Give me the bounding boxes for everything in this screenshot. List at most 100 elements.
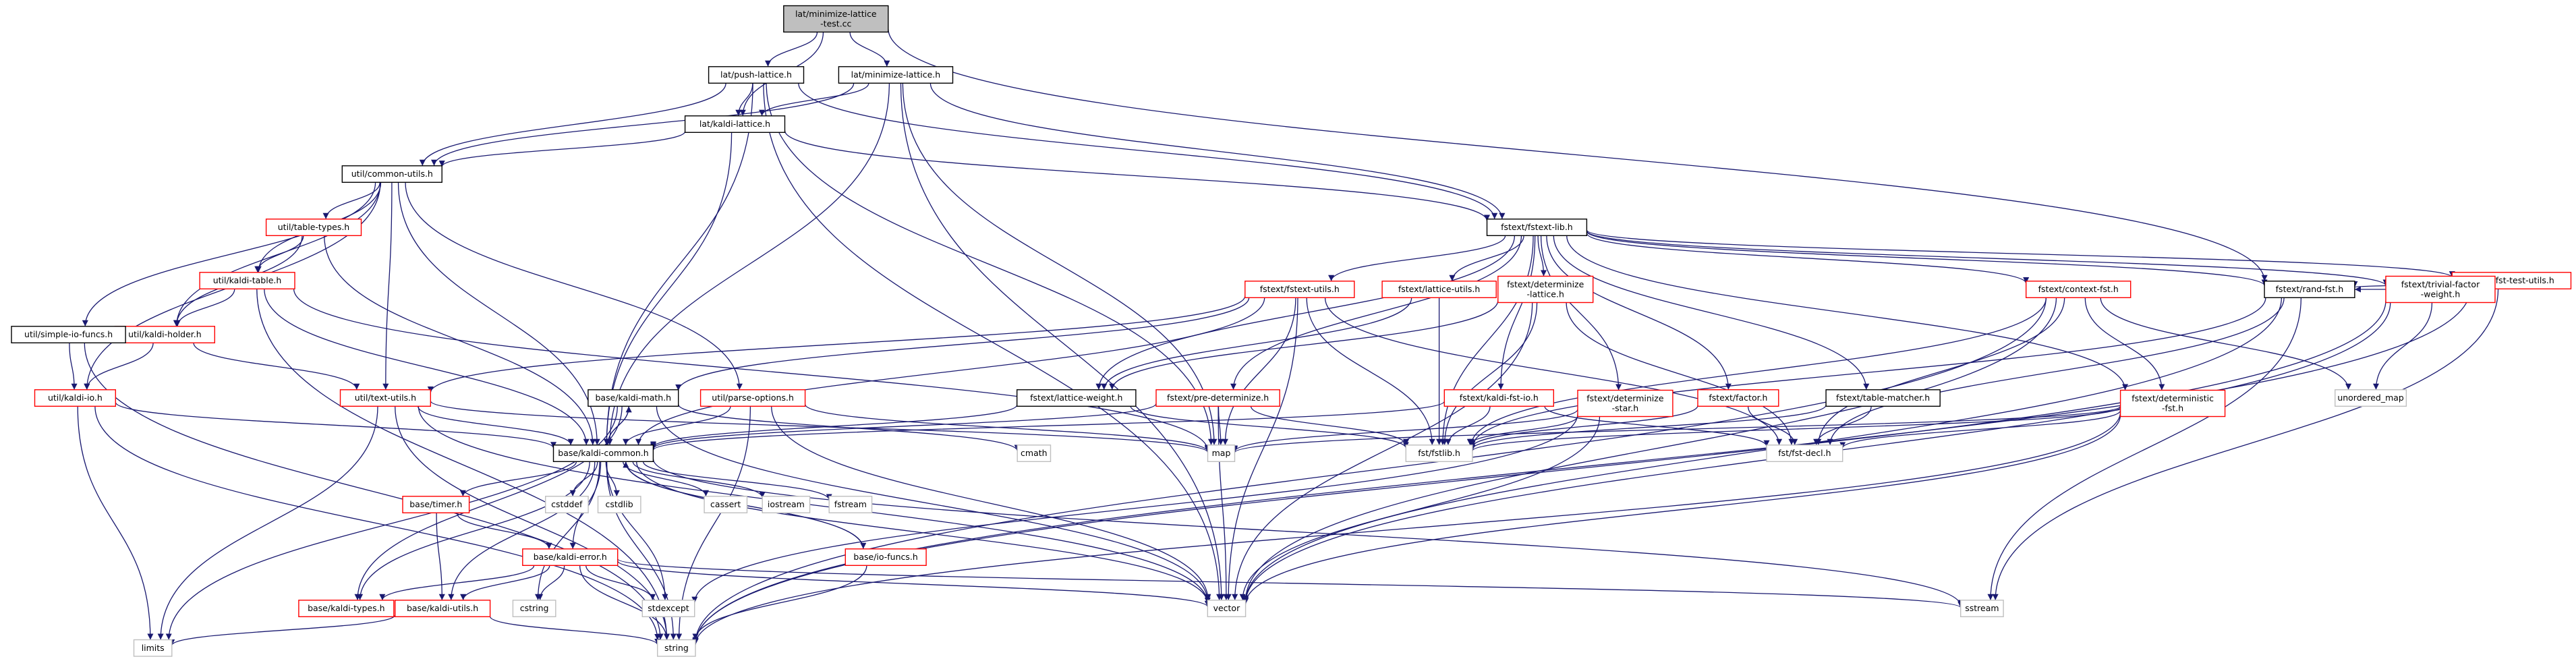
node-contextfst[interactable]: fstext/context-fst.h <box>2025 281 2131 298</box>
edge-simpleio-to-string <box>84 343 664 640</box>
node-label-contextfst: fstext/context-fst.h <box>2038 284 2119 294</box>
node-parseopt[interactable]: util/parse-options.h <box>699 389 806 407</box>
edge-timer-to-kaldiutils <box>436 513 445 600</box>
node-common[interactable]: util/common-utils.h <box>341 165 442 183</box>
edge-textutils-to-limits <box>157 406 378 640</box>
edge-common-to-kaldholder <box>173 182 381 326</box>
node-box-parseopt <box>699 389 806 407</box>
node-fstextlib[interactable]: fstext/fstext-lib.h <box>1486 219 1588 236</box>
edge-kaldierror-to-string <box>579 565 670 640</box>
node-kaldifstio[interactable]: fstext/kaldi-fst-io.h <box>1443 389 1555 407</box>
edge-kaldicommon-to-timer <box>459 461 577 496</box>
edge-latutils-to-latweight <box>1101 297 1412 390</box>
node-timer[interactable]: base/timer.h <box>402 496 470 513</box>
node-kaldicommon[interactable]: base/kaldi-common.h <box>552 445 654 462</box>
node-tabletypes[interactable]: util/table-types.h <box>265 219 362 236</box>
node-iofuncs[interactable]: base/io-funcs.h <box>845 548 927 566</box>
node-root[interactable]: lat/minimize-lattice-test.cc <box>783 5 889 33</box>
node-trivial[interactable]: fstext/trivial-factor-weight.h <box>2385 275 2496 304</box>
edge-minlat-to-fstextlib <box>929 83 1506 219</box>
node-box-common <box>341 165 442 183</box>
node-box-trivial <box>2385 275 2496 304</box>
node-label-fstream: fstream <box>834 499 867 509</box>
node-label-iostream: iostream <box>768 499 805 509</box>
node-kaldholder[interactable]: util/kaldi-holder.h <box>114 326 215 343</box>
edge-kaldicommon-to-fstream <box>642 461 832 500</box>
node-label-kaldilat: lat/kaldi-lattice.h <box>699 119 770 129</box>
edge-kaldtable-to-map <box>293 289 1211 451</box>
node-factor[interactable]: fstext/factor.h <box>1697 389 1779 407</box>
edge-push-to-fstextlib <box>798 83 1498 219</box>
node-push[interactable]: lat/push-lattice.h <box>708 66 805 84</box>
node-determstar[interactable]: fstext/determinize-star.h <box>1577 389 1673 418</box>
edge-deterministic-to-fstdecl <box>1839 410 2121 449</box>
node-label-cstring: cstring <box>520 603 549 613</box>
edge-kaldicommon-to-iostream <box>632 461 766 498</box>
node-box-map <box>1207 445 1236 462</box>
edge-kaldiio-to-kaldicommon <box>115 402 556 449</box>
edge-contextfst-to-unordered_map <box>2100 297 2352 390</box>
node-map: map <box>1207 445 1236 462</box>
node-kaldimath[interactable]: base/kaldi-math.h <box>588 389 679 407</box>
node-box-cstring <box>512 600 556 617</box>
edge-fsttestutils-to-sstream <box>1992 289 2499 600</box>
edge-randfst-to-vector <box>1242 297 2283 603</box>
node-label-tabletypes: util/table-types.h <box>278 222 349 232</box>
node-kalditypes[interactable]: base/kaldi-types.h <box>298 600 395 617</box>
node-latutils[interactable]: fstext/lattice-utils.h <box>1381 281 1497 298</box>
node-box-fstdecl <box>1766 445 1843 462</box>
edge-fstextutils-to-fstdecl <box>1324 297 1783 445</box>
edge-root-to-minlat <box>849 32 890 67</box>
node-label-kaldimath: base/kaldi-math.h <box>595 393 671 403</box>
node-randfst[interactable]: fstext/rand-fst.h <box>2264 281 2355 298</box>
node-cmath: cmath <box>1017 445 1052 462</box>
node-label-kaldtable: util/kaldi-table.h <box>213 275 282 285</box>
edge-kaldierror-to-cstring <box>537 565 565 600</box>
node-box-kaldiio <box>34 389 117 407</box>
edge-kaldicommon-to-cstddef <box>569 461 598 496</box>
node-box-latweight <box>1016 389 1137 407</box>
node-label-limits: limits <box>142 643 165 653</box>
edge-fstextlib-to-randfst <box>1586 231 2268 286</box>
node-fstextutils[interactable]: fstext/fstext-utils.h <box>1244 281 1355 298</box>
node-predet[interactable]: fstext/pre-determinize.h <box>1155 389 1280 407</box>
node-minlat[interactable]: lat/minimize-lattice.h <box>838 66 954 84</box>
node-label-trivial: -weight.h <box>2421 289 2461 299</box>
node-kaldilat[interactable]: lat/kaldi-lattice.h <box>684 115 786 134</box>
edge-randfst-to-fstdecl <box>1827 297 2285 445</box>
edge-determlat-to-fstdecl <box>1566 302 1795 445</box>
node-determlat[interactable]: fstext/determinize-lattice.h <box>1497 275 1594 304</box>
node-label-minlat: lat/minimize-lattice.h <box>851 69 941 80</box>
edge-kaldilat-to-common <box>438 131 686 167</box>
node-label-cstdlib: cstdlib <box>606 499 633 509</box>
node-cstdlib: cstdlib <box>597 496 641 513</box>
edge-textutils-to-map <box>430 400 1211 453</box>
node-fstlib: fst/fstlib.h <box>1405 445 1473 462</box>
edge-minlat-to-kaldicommon <box>606 83 890 445</box>
node-kaldtable[interactable]: util/kaldi-table.h <box>199 272 295 289</box>
node-tablematcher[interactable]: fstext/table-matcher.h <box>1825 389 1941 407</box>
node-label-deterministic: fstext/deterministic <box>2131 393 2214 403</box>
node-kaldiio[interactable]: util/kaldi-io.h <box>34 389 117 407</box>
edge-root-to-randfst <box>888 28 2268 281</box>
node-box-kaldicommon <box>552 445 654 462</box>
node-kaldiutils[interactable]: base/kaldi-utils.h <box>395 600 491 617</box>
edge-kaldifstio-to-fstlib <box>1445 406 1491 445</box>
edge-push-to-kaldilat <box>735 83 753 116</box>
edge-kaldicommon-to-kalditypes <box>357 461 590 600</box>
node-limits: limits <box>133 639 173 657</box>
edge-kaldierror-to-stdexcept <box>585 565 656 600</box>
node-latweight[interactable]: fstext/lattice-weight.h <box>1016 389 1137 407</box>
node-label-kalditypes: base/kaldi-types.h <box>308 603 384 613</box>
edge-minlat-to-common <box>431 83 855 166</box>
node-simpleio[interactable]: util/simple-io-funcs.h <box>11 326 126 343</box>
node-textutils[interactable]: util/text-utils.h <box>339 389 432 407</box>
node-box-kaldtable <box>199 272 295 289</box>
edge-factor-to-fstdecl <box>1747 406 1798 445</box>
edge-fstextutils-to-fstlib <box>1306 297 1435 445</box>
edge-kaldiio-to-limits <box>77 406 154 640</box>
edge-trivial-to-unordered_map <box>2372 302 2433 390</box>
node-deterministic[interactable]: fstext/deterministic-fst.h <box>2119 389 2226 418</box>
node-kaldierror[interactable]: base/kaldi-error.h <box>522 548 619 566</box>
